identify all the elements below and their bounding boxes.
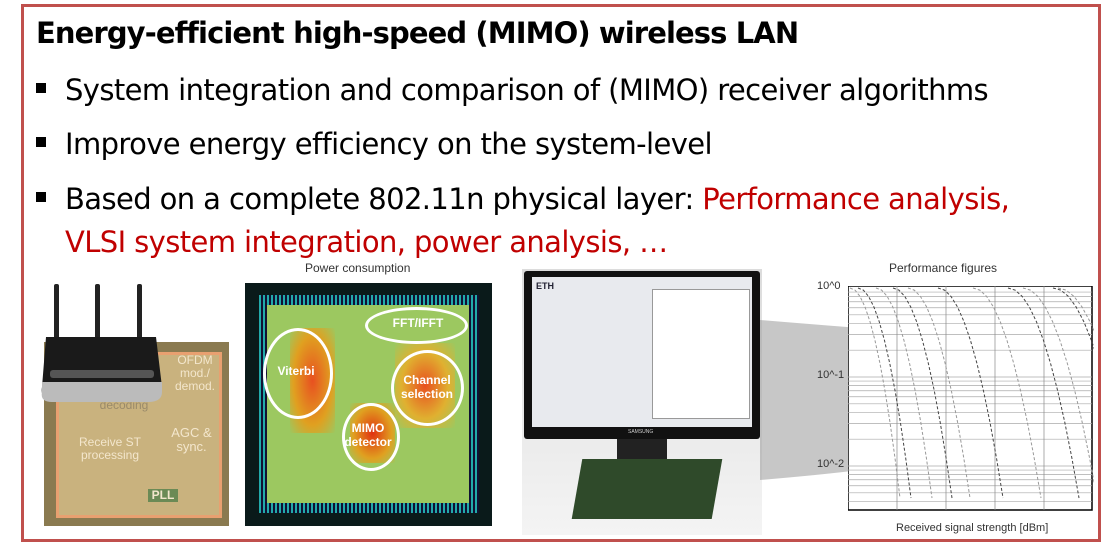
bullet-text: Based on a complete 802.11n physical lay… <box>65 182 703 216</box>
bullet-text: Improve energy efficiency on the system-… <box>65 127 713 161</box>
chip-label-ofdm: OFDM mod./ demod. <box>174 353 216 393</box>
y-tick-1: 10^-1 <box>817 369 845 381</box>
series-line <box>1007 287 1080 499</box>
bullet-1: System integration and comparison of (MI… <box>36 73 989 107</box>
power-label-mimo: MIMO detector <box>344 421 392 449</box>
plot-area <box>848 286 1093 511</box>
bullet-text: System integration and comparison of (MI… <box>65 73 989 107</box>
performance-plot <box>848 286 1094 511</box>
testbed-photo: ETH SAMSUNG <box>522 269 762 535</box>
bullet-square-icon <box>36 192 46 202</box>
wireless-router-icon <box>41 284 162 402</box>
chip-label-pll: PLL <box>148 489 178 502</box>
series-line <box>1052 287 1094 350</box>
power-map-caption: Power consumption <box>305 261 411 275</box>
monitor-brand: SAMSUNG <box>628 429 654 435</box>
series-line <box>1022 287 1094 485</box>
power-label-channel: Channel selection <box>400 373 454 401</box>
series-line <box>937 287 1004 499</box>
power-label-fft: FFT/IFFT <box>392 316 444 330</box>
bullet-3-line2: VLSI system integration, power analysis,… <box>65 225 668 259</box>
series-line <box>849 287 901 499</box>
y-tick-2: 10^-2 <box>817 458 845 470</box>
chip-label-agc: AGC & sync. <box>171 425 212 454</box>
chip-label-receive: Receive ST processing <box>78 435 142 462</box>
slide-title: Energy-efficient high-speed (MIMO) wirel… <box>36 16 799 50</box>
series-line <box>892 287 953 499</box>
series-line <box>1057 287 1094 333</box>
bullet-square-icon <box>36 137 46 147</box>
eth-logo: ETH <box>536 281 554 291</box>
bullet-square-icon <box>36 83 46 93</box>
slide-frame <box>21 4 1101 542</box>
series-line <box>857 287 912 499</box>
chart-caption: Performance figures <box>889 261 998 275</box>
series-line <box>907 287 971 499</box>
series-line <box>875 287 933 499</box>
chart-xlabel: Received signal strength [dBm] <box>896 522 1049 534</box>
bullet-2: Improve energy efficiency on the system-… <box>36 127 713 161</box>
y-tick-0: 10^0 <box>817 280 841 292</box>
series-line <box>972 287 1042 499</box>
power-map: FFT/IFFT Viterbi Channel selection MIMO … <box>245 283 492 526</box>
power-label-viterbi: Viterbi <box>277 364 315 378</box>
bullet-3: Based on a complete 802.11n physical lay… <box>36 182 1010 216</box>
bullet-highlight: Performance analysis, <box>702 182 1010 216</box>
